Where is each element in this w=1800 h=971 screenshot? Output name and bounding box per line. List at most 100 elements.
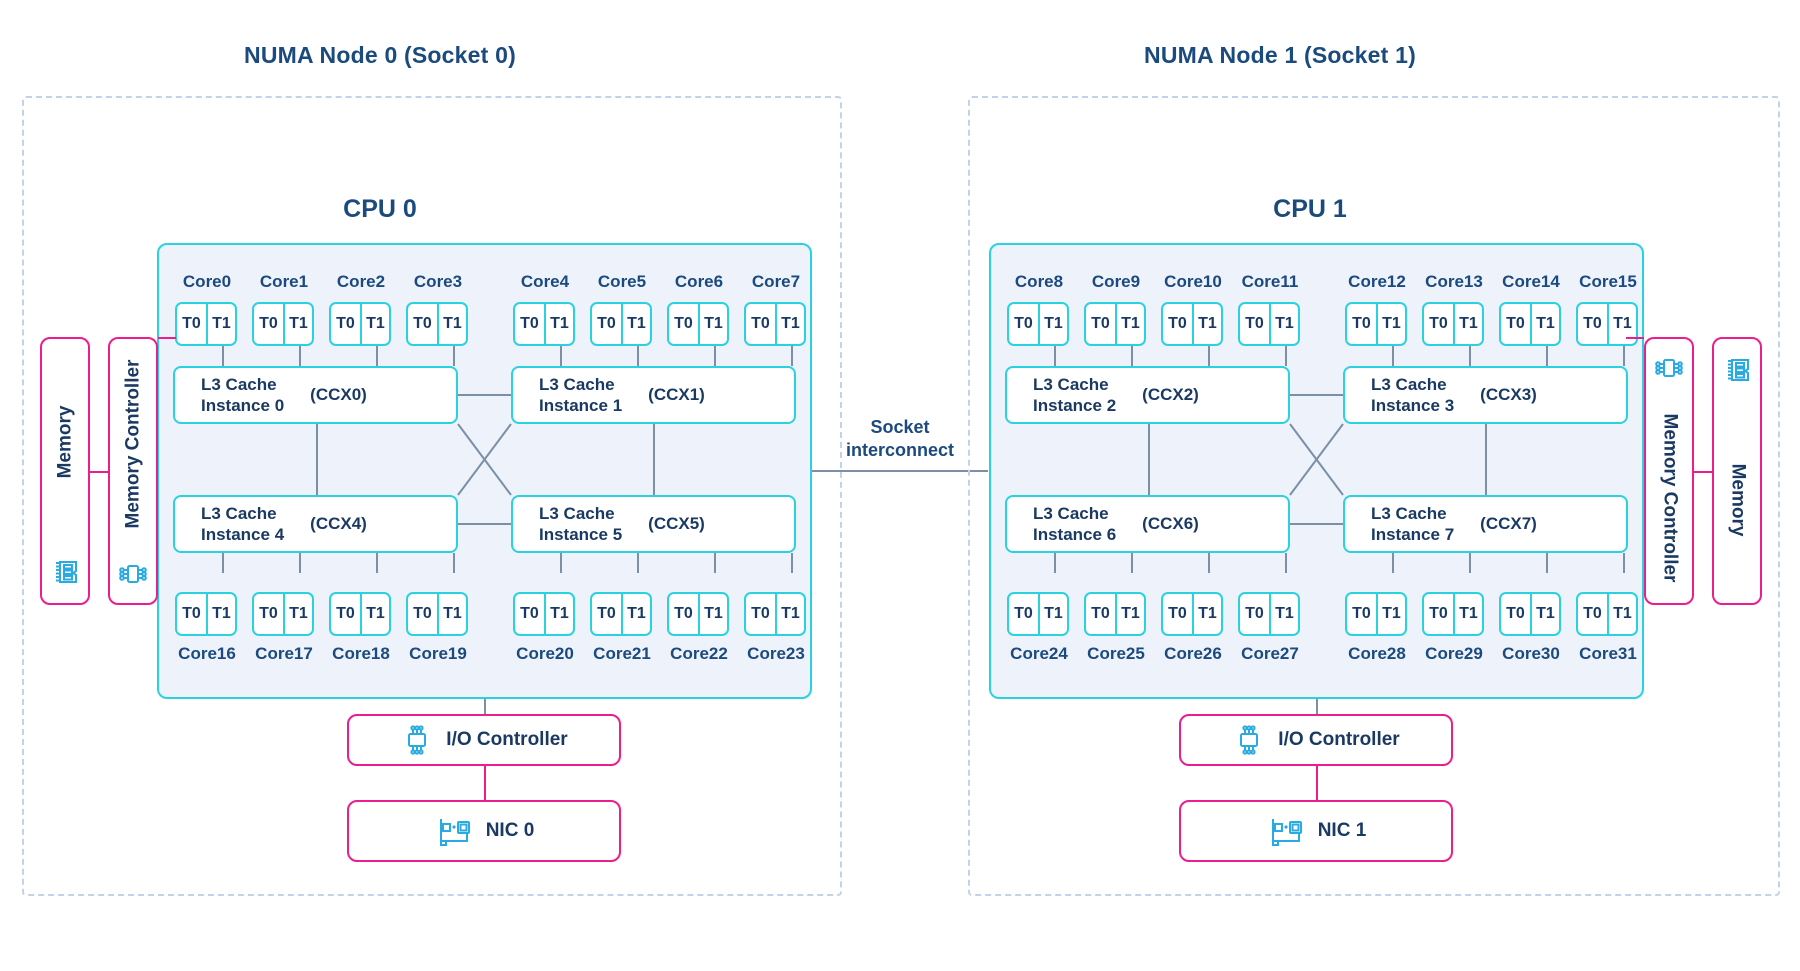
core-threads[interactable]: T0 T1 bbox=[590, 592, 652, 636]
node1-io-controller[interactable]: I/O Controller bbox=[1179, 714, 1453, 766]
l3-cache-block[interactable]: L3 Cache Instance 7 (CCX7) bbox=[1343, 495, 1628, 553]
node0-nic[interactable]: NIC 0 bbox=[347, 800, 621, 862]
core-label: Core3 bbox=[413, 272, 463, 291]
thread-t0: T0 bbox=[1429, 315, 1448, 332]
core-threads[interactable]: T0 T1 bbox=[1238, 302, 1300, 346]
core-label: Core28 bbox=[1348, 644, 1406, 663]
node1-nic[interactable]: NIC 1 bbox=[1179, 800, 1453, 862]
node0-memory-controller[interactable]: Memory Controller bbox=[108, 337, 158, 605]
thread-t0: T0 bbox=[1429, 605, 1448, 622]
core-threads[interactable]: T0 T1 bbox=[406, 302, 468, 346]
core-label: Core4 bbox=[520, 272, 570, 291]
core-link bbox=[714, 553, 716, 573]
l3-cache-block[interactable]: L3 Cache Instance 4 (CCX4) bbox=[173, 495, 458, 553]
thread-t0: T0 bbox=[1583, 315, 1602, 332]
thread-t1: T1 bbox=[206, 594, 235, 634]
core-threads[interactable]: T0 T1 bbox=[1499, 592, 1561, 636]
core-threads[interactable]: T0 T1 bbox=[329, 302, 391, 346]
core-label: Core26 bbox=[1164, 644, 1222, 663]
core-threads[interactable]: T0 T1 bbox=[252, 302, 314, 346]
core-threads[interactable]: T0 T1 bbox=[667, 302, 729, 346]
core-threads[interactable]: T0 T1 bbox=[1084, 592, 1146, 636]
core-threads[interactable]: T0 T1 bbox=[1238, 592, 1300, 636]
core-threads[interactable]: T0 T1 bbox=[1161, 302, 1223, 346]
thread-t1: T1 bbox=[283, 304, 312, 344]
l3-cache-block[interactable]: L3 Cache Instance 0 (CCX0) bbox=[173, 366, 458, 424]
core-threads[interactable]: T0 T1 bbox=[1345, 302, 1407, 346]
thread-t0: T0 bbox=[751, 315, 770, 332]
thread-t0: T0 bbox=[1091, 315, 1110, 332]
thread-t0: T0 bbox=[336, 605, 355, 622]
core-threads[interactable]: T0 T1 bbox=[1576, 302, 1638, 346]
core-threads[interactable]: T0 T1 bbox=[744, 302, 806, 346]
core-threads[interactable]: T0 T1 bbox=[1007, 592, 1069, 636]
core-threads[interactable]: T0 T1 bbox=[252, 592, 314, 636]
core-threads[interactable]: T0 T1 bbox=[1084, 302, 1146, 346]
l3-cache-block[interactable]: L3 Cache Instance 2 (CCX2) bbox=[1005, 366, 1290, 424]
core-threads[interactable]: T0 T1 bbox=[175, 592, 237, 636]
l3-ccx-label: (CCX3) bbox=[1480, 385, 1537, 404]
thread-t0: T0 bbox=[1583, 605, 1602, 622]
l3-cache-block[interactable]: L3 Cache Instance 1 (CCX1) bbox=[511, 366, 796, 424]
l3-cache-block[interactable]: L3 Cache Instance 6 (CCX6) bbox=[1005, 495, 1290, 553]
core-link bbox=[1208, 346, 1210, 366]
core-threads[interactable]: T0 T1 bbox=[329, 592, 391, 636]
l3-cache-block[interactable]: L3 Cache Instance 3 (CCX3) bbox=[1343, 366, 1628, 424]
node0-memory[interactable]: Memory bbox=[40, 337, 90, 605]
io-chip-icon bbox=[400, 723, 434, 757]
core-threads[interactable]: T0 T1 bbox=[406, 592, 468, 636]
socket-interconnect-line bbox=[812, 470, 988, 472]
core-label: Core13 bbox=[1425, 272, 1483, 291]
core-label: Core9 bbox=[1091, 272, 1141, 291]
l3-link-horizontal bbox=[1290, 394, 1343, 396]
node1-memory-controller[interactable]: Memory Controller bbox=[1644, 337, 1694, 605]
thread-t1: T1 bbox=[360, 304, 389, 344]
thread-t0: T0 bbox=[1014, 315, 1033, 332]
core-threads[interactable]: T0 T1 bbox=[1499, 302, 1561, 346]
thread-t1: T1 bbox=[1607, 304, 1636, 344]
node1-cpu-title: CPU 1 bbox=[1273, 195, 1347, 223]
core-threads[interactable]: T0 T1 bbox=[175, 302, 237, 346]
core-link bbox=[1131, 553, 1133, 573]
core-link bbox=[453, 553, 455, 573]
l3-cache-block[interactable]: L3 Cache Instance 5 (CCX5) bbox=[511, 495, 796, 553]
thread-t1: T1 bbox=[621, 304, 650, 344]
thread-t1: T1 bbox=[621, 594, 650, 634]
core-threads[interactable]: T0 T1 bbox=[513, 592, 575, 636]
core-threads[interactable]: T0 T1 bbox=[590, 302, 652, 346]
core-label: Core18 bbox=[332, 644, 390, 663]
core-link bbox=[1392, 553, 1394, 573]
core-threads[interactable]: T0 T1 bbox=[1161, 592, 1223, 636]
l3-ccx-label: (CCX4) bbox=[310, 514, 367, 533]
core-threads[interactable]: T0 T1 bbox=[1576, 592, 1638, 636]
core-threads[interactable]: T0 T1 bbox=[1422, 592, 1484, 636]
core-link bbox=[1054, 346, 1056, 366]
core-link bbox=[222, 553, 224, 573]
thread-t0: T0 bbox=[1014, 605, 1033, 622]
node1-memory[interactable]: Memory bbox=[1712, 337, 1762, 605]
core-link bbox=[1392, 346, 1394, 366]
thread-t1: T1 bbox=[1038, 594, 1067, 634]
thread-t1: T1 bbox=[437, 594, 466, 634]
core-threads[interactable]: T0 T1 bbox=[1345, 592, 1407, 636]
thread-t0: T0 bbox=[1352, 315, 1371, 332]
core-threads[interactable]: T0 T1 bbox=[513, 302, 575, 346]
thread-t0: T0 bbox=[1245, 315, 1264, 332]
l3-link-vertical bbox=[1148, 424, 1150, 495]
node1-boundary bbox=[968, 96, 1780, 896]
core-threads[interactable]: T0 T1 bbox=[1422, 302, 1484, 346]
core-link bbox=[1285, 346, 1287, 366]
core-label: Core29 bbox=[1425, 644, 1483, 663]
l3-link-horizontal bbox=[458, 523, 511, 525]
core-threads[interactable]: T0 T1 bbox=[667, 592, 729, 636]
core-label: Core2 bbox=[336, 272, 386, 291]
thread-t1: T1 bbox=[544, 304, 573, 344]
core-threads[interactable]: T0 T1 bbox=[744, 592, 806, 636]
l3-cache-name: L3 Cache Instance 4 bbox=[201, 503, 285, 544]
node0-io-controller[interactable]: I/O Controller bbox=[347, 714, 621, 766]
io-nic-link bbox=[1316, 766, 1318, 800]
thread-t1: T1 bbox=[775, 304, 804, 344]
memory-link bbox=[90, 471, 108, 473]
io-controller-label: I/O Controller bbox=[446, 729, 568, 750]
core-threads[interactable]: T0 T1 bbox=[1007, 302, 1069, 346]
